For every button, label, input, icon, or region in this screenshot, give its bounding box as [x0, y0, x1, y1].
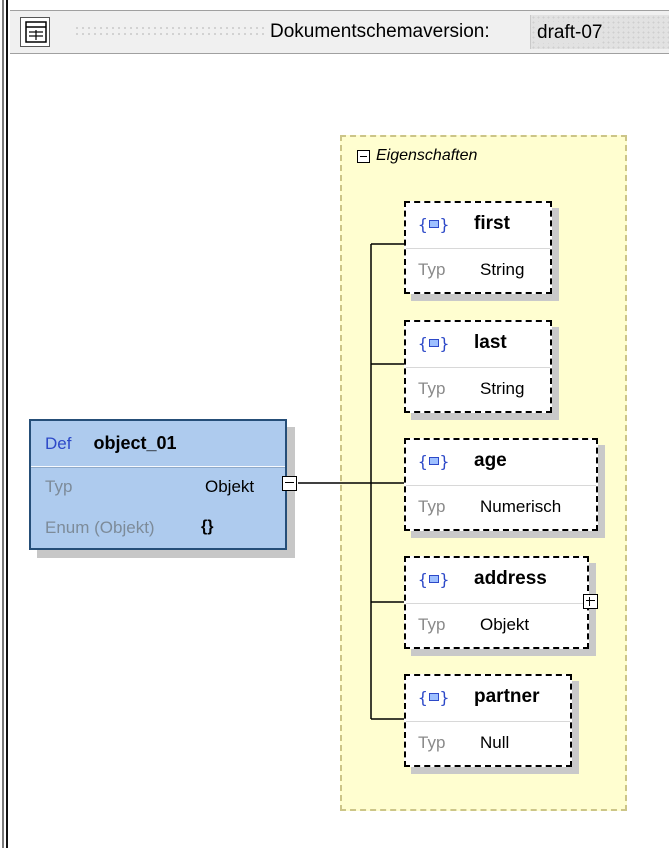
property-object-icon: {} [418, 570, 450, 589]
type-label: Typ [418, 733, 446, 752]
type-label: Typ [418, 379, 446, 398]
window-border [0, 0, 10, 848]
property-partner[interactable]: {} partner Typ Null [404, 674, 572, 767]
type-label: Typ [418, 615, 446, 634]
schema-version-value: draft-07 [537, 22, 603, 43]
property-name: address [474, 568, 547, 589]
definition-collapse-icon[interactable] [282, 476, 297, 491]
enum-label: Enum (Objekt) [45, 518, 155, 537]
type-label: Typ [418, 497, 446, 516]
property-name: partner [474, 686, 540, 707]
type-value: Objekt [480, 615, 530, 634]
type-value: Numerisch [480, 497, 562, 516]
definition-object-01[interactable]: Def object_01 Typ Objekt Enum (Objekt) {} [29, 419, 287, 550]
property-object-icon: {} [418, 452, 450, 471]
type-value: String [480, 260, 525, 279]
properties-collapse-icon[interactable] [357, 150, 370, 163]
schema-version-label: Dokumentschemaversion: [270, 21, 490, 42]
type-label: Typ [418, 260, 446, 279]
divider [406, 248, 550, 249]
property-first[interactable]: {} first Typ String [404, 201, 552, 294]
property-object-icon: {} [418, 334, 450, 353]
definition-header: Def object_01 [45, 433, 177, 454]
divider [406, 603, 587, 604]
property-name: age [474, 450, 507, 471]
def-keyword: Def [45, 434, 72, 453]
divider [406, 367, 550, 368]
type-value: String [480, 379, 525, 398]
property-name: first [474, 213, 510, 234]
outline-view-icon[interactable] [20, 17, 50, 47]
type-value: Objekt [205, 477, 255, 496]
definition-name: object_01 [93, 433, 177, 453]
divider [31, 466, 285, 467]
address-expand-icon[interactable] [583, 594, 598, 609]
divider [406, 721, 570, 722]
property-name: last [474, 332, 507, 353]
toolbar-grip [74, 25, 264, 37]
property-object-icon: {} [418, 688, 450, 707]
property-last[interactable]: {} last Typ String [404, 320, 552, 413]
properties-title: Eigenschaften [376, 147, 478, 164]
schema-version-select[interactable]: draft-07 [530, 15, 669, 49]
divider [406, 485, 596, 486]
divider [31, 467, 285, 468]
toolbar: Dokumentschemaversion: draft-07 [10, 10, 669, 54]
enum-value: {} [201, 518, 214, 535]
property-object-icon: {} [418, 215, 450, 234]
property-address[interactable]: {} address Typ Objekt [404, 556, 589, 649]
type-value: Null [480, 733, 510, 752]
type-label: Typ [45, 477, 73, 496]
property-age[interactable]: {} age Typ Numerisch [404, 438, 598, 531]
